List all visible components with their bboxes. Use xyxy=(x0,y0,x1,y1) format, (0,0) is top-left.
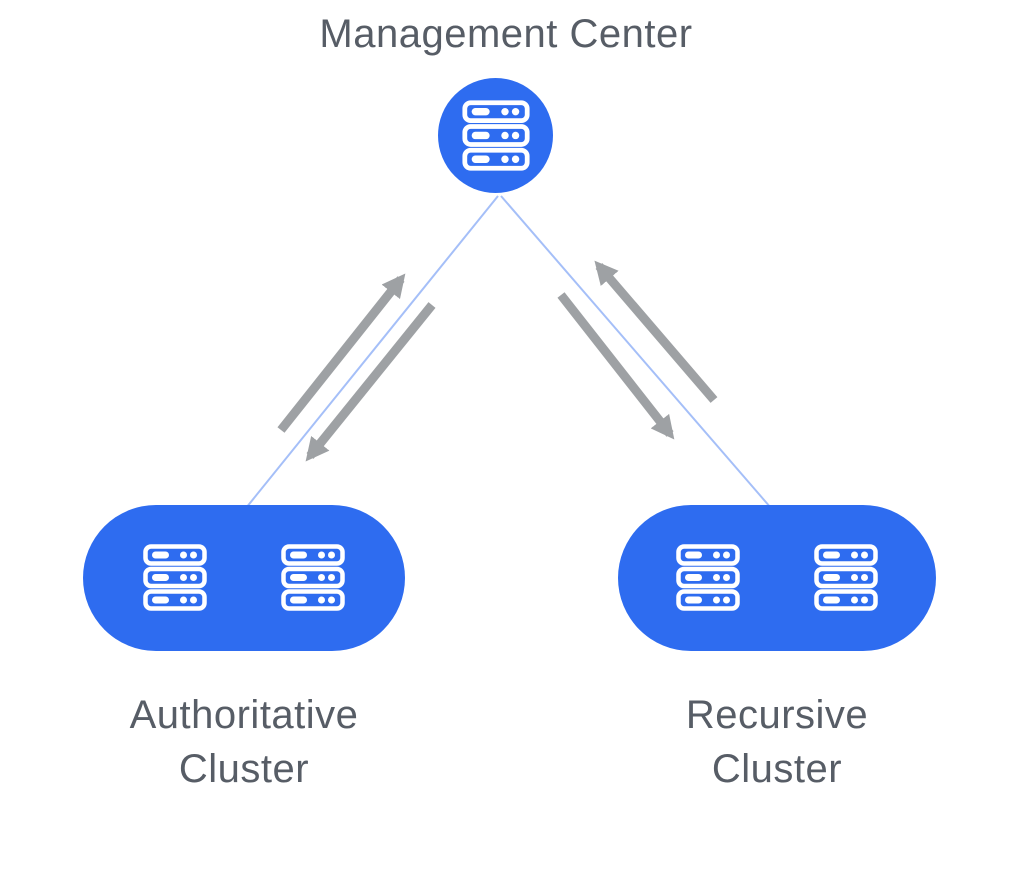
authoritative-cluster-label-line2: Cluster xyxy=(178,747,310,791)
recursive-cluster-label-line2: Cluster xyxy=(711,747,843,791)
recursive-cluster-label: Recursive Cluster xyxy=(598,688,956,796)
server-rack-icon xyxy=(673,543,743,613)
recursive-cluster-node xyxy=(618,505,936,651)
connector-line-recursive xyxy=(500,195,772,509)
recursive-cluster-label-line1: Recursive xyxy=(685,693,869,737)
server-rack-icon xyxy=(140,543,210,613)
arrow-down-authoritative xyxy=(305,302,436,462)
management-center-title: Management Center xyxy=(319,12,693,56)
server-rack-icon xyxy=(811,543,881,613)
arrow-up-recursive xyxy=(594,260,718,403)
authoritative-cluster-node xyxy=(83,505,405,651)
arrow-up-authoritative xyxy=(277,273,406,433)
authoritative-cluster-label: Authoritative Cluster xyxy=(63,688,425,796)
arrow-down-recursive xyxy=(557,292,675,440)
authoritative-cluster-label-line1: Authoritative xyxy=(129,693,359,737)
management-center-node xyxy=(438,78,553,193)
server-rack-icon xyxy=(278,543,348,613)
connector-line-authoritative xyxy=(245,195,499,509)
server-rack-icon xyxy=(459,99,533,173)
